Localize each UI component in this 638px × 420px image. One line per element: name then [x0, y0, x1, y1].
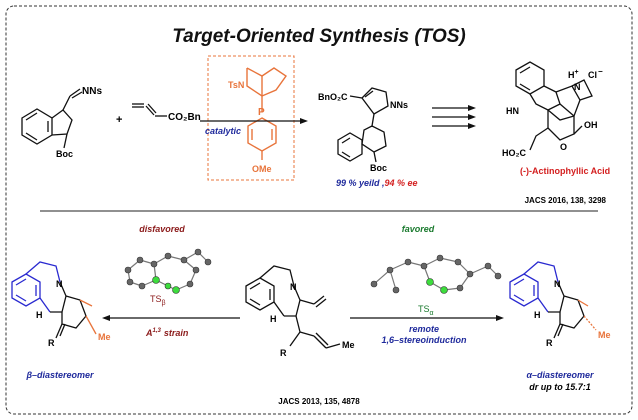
- indole-imine-structure: [21, 88, 83, 149]
- beta-diastereomer-label: β–diastereomer: [25, 370, 94, 380]
- ee-value: 94 % ee: [385, 178, 418, 188]
- reaction-arrow-1-head: [300, 118, 308, 124]
- np-oh-label: OH: [584, 120, 598, 130]
- right-me-label: Me: [598, 330, 611, 340]
- dr-label: dr up to 15.7:1: [529, 382, 591, 392]
- page-title: Target-Oriented Synthesis (TOS): [172, 26, 466, 47]
- ts-alpha-atoms: [370, 254, 502, 294]
- middle-me-label: Me: [342, 340, 355, 350]
- ts-beta-subscript: β: [162, 300, 166, 307]
- imine-nns-label: NNs: [82, 86, 102, 97]
- multistep-arrows: [432, 107, 468, 127]
- middle-n-label: N: [290, 282, 297, 292]
- catalyst-ome-label: OMe: [252, 164, 272, 174]
- right-h-label: H: [534, 310, 541, 320]
- catalyst-tsn-label: TsN: [228, 80, 244, 90]
- diene-substrate-structure: [245, 265, 341, 349]
- ts-beta-label: TSβ: [150, 294, 166, 307]
- right-r-label: R: [546, 338, 553, 348]
- catalyst-structure: [246, 67, 287, 160]
- ts-alpha-subscript: α: [430, 310, 434, 317]
- actinophyllic-acid-structure: [515, 61, 593, 151]
- stereoinduction-label: 1,6–stereoinduction: [381, 335, 467, 345]
- np-o-label: O: [560, 142, 567, 152]
- pyrroline-product-structure: [337, 87, 389, 163]
- boc-label-2: Boc: [370, 163, 387, 173]
- favored-label: favored: [402, 224, 435, 234]
- middle-r-label: R: [280, 348, 287, 358]
- arrow-to-alpha-head: [496, 315, 504, 321]
- multistep-arrow-head-3: [468, 123, 476, 129]
- np-charge-plus: +: [575, 69, 579, 76]
- ts-alpha-model: [373, 257, 499, 291]
- boc-label-1: Boc: [56, 149, 73, 159]
- left-n-label: N: [56, 279, 63, 289]
- ts-beta-atoms: [124, 248, 212, 294]
- np-hn-label: HN: [506, 106, 519, 116]
- left-r-label: R: [48, 338, 55, 348]
- dashed-frame: [5, 5, 633, 415]
- catalytic-label: catalytic: [205, 126, 241, 136]
- beta-product-structure: [11, 261, 97, 339]
- arrow-to-beta-head: [102, 315, 110, 321]
- allenoate-structure: [132, 103, 167, 117]
- np-chloride-label: Cl−: [588, 67, 603, 80]
- strain-word: strain: [164, 328, 189, 338]
- allenoate-ester-label: CO₂Bn: [168, 112, 201, 123]
- yield-ee-text: 99 % yeild ,94 % ee: [336, 178, 418, 188]
- alpha-diastereomer-label: α–diastereomer: [526, 370, 594, 380]
- np-ho2c-label: HO₂C: [502, 148, 526, 158]
- alpha-product-structure: [509, 261, 597, 339]
- yield-value: 99 % yeild ,: [336, 178, 385, 188]
- reference-2013: JACS 2013, 135, 4878: [278, 397, 360, 406]
- catalyst-p-label: P: [258, 107, 265, 118]
- np-hplus-label: H+: [568, 69, 579, 80]
- np-cl: Cl: [588, 70, 597, 80]
- left-h-label: H: [36, 310, 43, 320]
- middle-h-label: H: [270, 314, 277, 324]
- multistep-arrow-head-1: [468, 105, 476, 111]
- strain-a: A: [145, 328, 153, 338]
- strain-superscript: 1,3: [153, 328, 162, 334]
- product-ester-label: BnO₂C: [318, 92, 348, 102]
- ts-beta-text: TS: [150, 294, 162, 304]
- natural-product-name: (-)-Actinophyllic Acid: [520, 166, 610, 176]
- catalyst-box: [207, 55, 295, 181]
- multistep-arrow-head-2: [468, 114, 476, 120]
- ts-alpha-text: TS: [418, 304, 430, 314]
- plus-sign: +: [116, 114, 122, 126]
- ts-alpha-label: TSα: [418, 304, 434, 317]
- disfavored-label: disfavored: [139, 224, 185, 234]
- remote-label: remote: [409, 324, 439, 334]
- product-nns-label: NNs: [390, 100, 408, 110]
- np-charge-minus: −: [598, 67, 603, 76]
- right-n-label: N: [554, 279, 561, 289]
- left-me-label: Me: [98, 332, 111, 342]
- np-h: H: [568, 70, 575, 80]
- np-n-label: N: [574, 82, 581, 92]
- reference-2016: JACS 2016, 138, 3298: [525, 196, 607, 205]
